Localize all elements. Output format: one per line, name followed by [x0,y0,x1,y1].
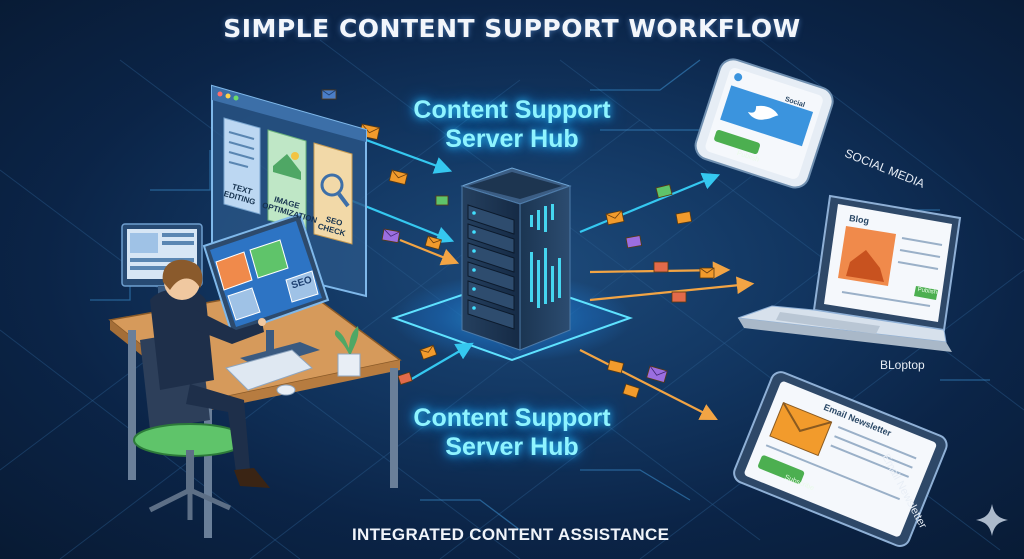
hub-label-bottom-line1: Content Support [413,404,611,432]
page-title: SIMPLE CONTENT SUPPORT WORKFLOW [223,14,801,43]
destination-label-blog: BLoptop [880,358,925,372]
hub-label-bottom: Content Support Server Hub [402,404,622,462]
smartphone-device [694,58,834,189]
office-worker [133,259,270,520]
hub-label-top-line1: Content Support [413,96,611,124]
hub-label-bottom-line2: Server Hub [445,433,579,461]
image-optimization-card [267,129,307,231]
tablet-device [733,371,948,547]
footer-caption: INTEGRATED CONTENT ASSISTANCE [352,525,670,544]
sparkle-icon [976,504,1008,536]
seo-check-card [313,142,353,245]
hub-label-top-line2: Server Hub [445,125,579,153]
hub-label-top: Content Support Server Hub [402,96,622,154]
envelopes [321,89,715,399]
text-editing-card [223,117,261,215]
desk-accessories [225,326,361,396]
laptop-device [737,194,962,352]
server-tower [460,167,572,351]
